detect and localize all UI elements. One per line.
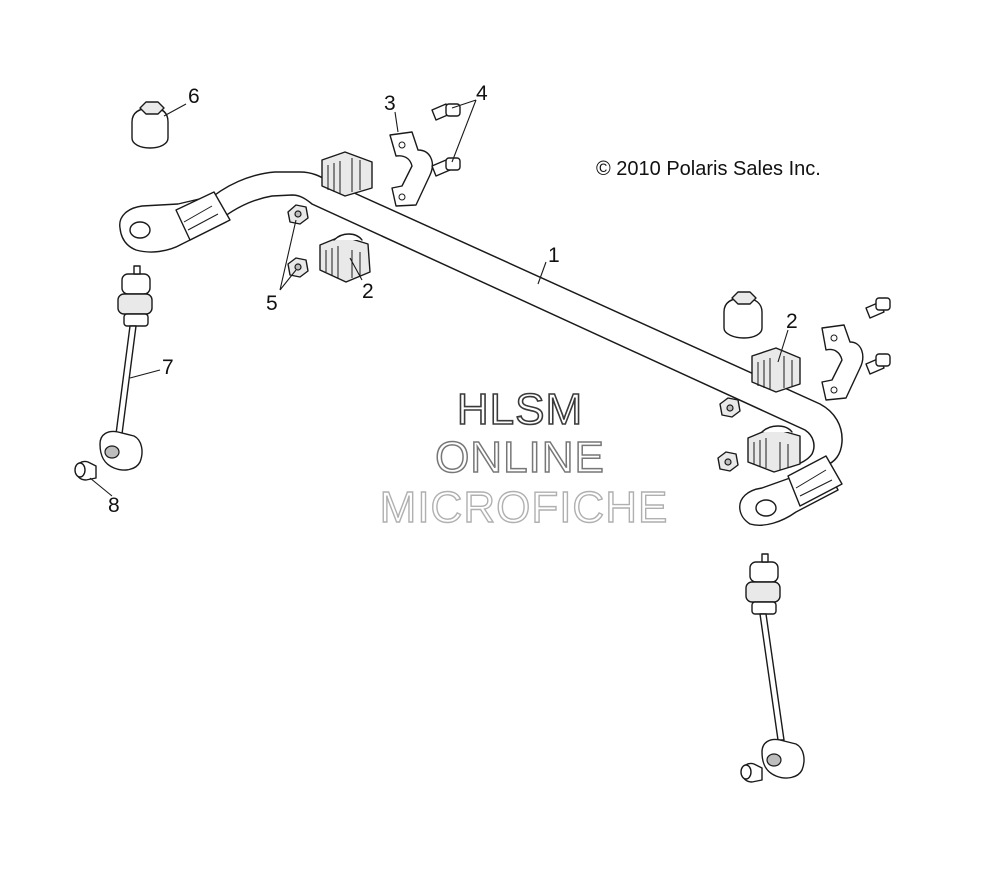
bushing-lower-right: [747, 425, 801, 473]
link-rod-right: [745, 553, 805, 779]
bushing-upper-left: [321, 151, 373, 197]
callout-2-left: 2: [362, 280, 374, 303]
callout-1: 1: [548, 244, 560, 267]
bolt-lower-left: [431, 157, 461, 177]
callout-5: 5: [266, 292, 278, 315]
cap-nut-right: [723, 291, 763, 339]
nut-lower-right: [717, 451, 739, 472]
bushing-lower-left: [319, 233, 371, 283]
nut-lower-left: [287, 257, 309, 278]
sleeve-right: [740, 762, 763, 783]
watermark: HLSM ONLINE MICROFICHE: [379, 384, 669, 533]
link-rod-left: [99, 265, 153, 471]
callout-7: 7: [162, 356, 174, 379]
callout-8: 8: [108, 494, 120, 517]
copyright-text: © 2010 Polaris Sales Inc.: [596, 158, 821, 180]
bracket-left: [389, 131, 434, 207]
cap-nut-left: [131, 101, 169, 149]
sleeve-left: [74, 460, 97, 481]
callout-3: 3: [384, 92, 396, 115]
watermark-line-1: HLSM: [457, 385, 583, 434]
nut-upper-right: [719, 397, 741, 418]
watermark-line-2: ONLINE: [435, 433, 605, 482]
callout-2-right: 2: [786, 310, 798, 333]
bracket-right: [821, 324, 864, 401]
nut-upper-left: [287, 204, 309, 225]
leader-lines: [89, 99, 789, 497]
watermark-line-3: MICROFICHE: [380, 483, 669, 532]
bolt-upper-right: [865, 297, 891, 319]
bushing-upper-right: [751, 347, 801, 393]
callout-4: 4: [476, 82, 488, 105]
stabilizer-bar: [119, 171, 843, 526]
callout-6: 6: [188, 85, 200, 108]
bolt-lower-right: [865, 353, 891, 375]
